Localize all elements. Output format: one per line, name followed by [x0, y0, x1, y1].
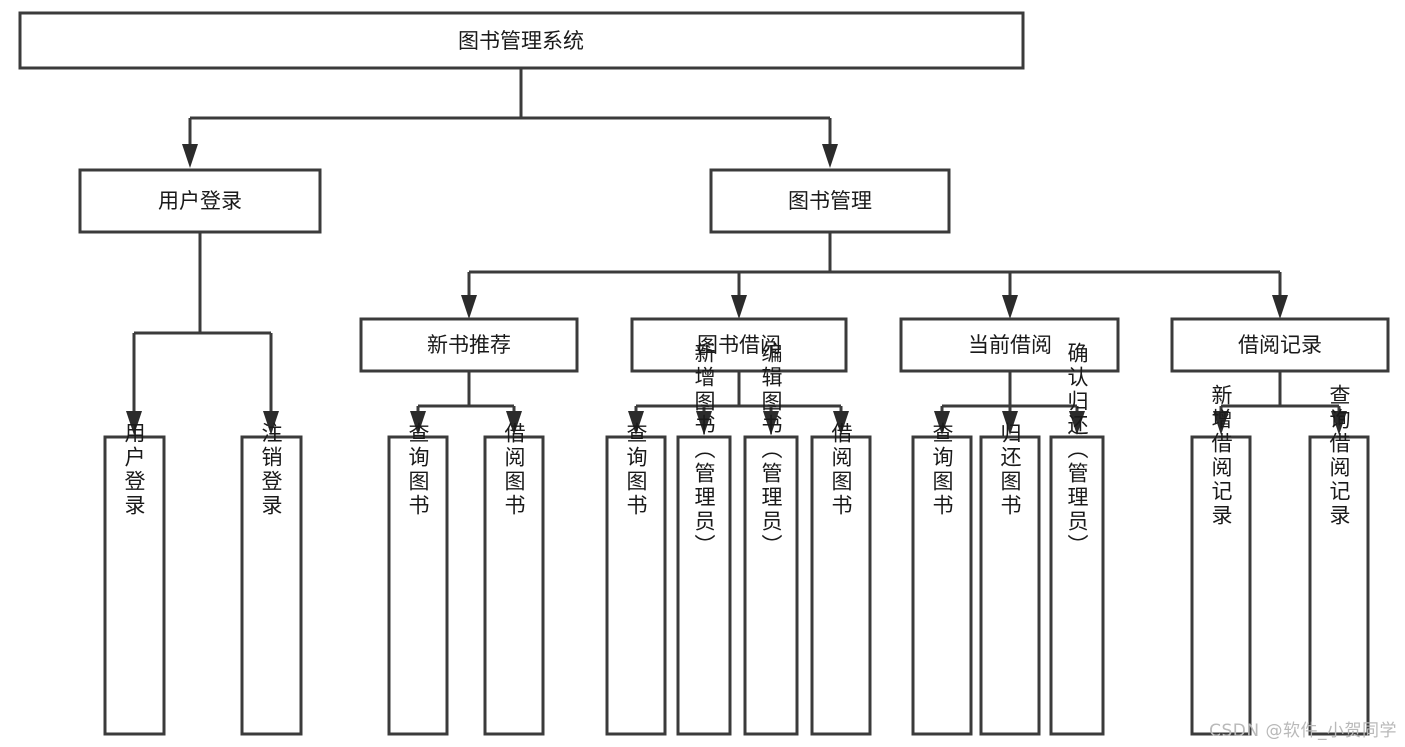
leaf-borrow-record-1-box[interactable]	[1308, 435, 1370, 736]
node-user-login[interactable]: 用户登录	[78, 168, 322, 234]
leaf-current-borrow-1-box[interactable]	[979, 435, 1041, 736]
leaf-user-login-1[interactable]: 注销登录	[240, 422, 303, 736]
node-user-login-label: 用户登录	[158, 189, 242, 213]
node-new-book-recommend-label: 新书推荐	[427, 333, 511, 357]
leaf-book-borrow-2[interactable]: 编辑图书（管理员）	[743, 342, 799, 736]
node-borrow-record[interactable]: 借阅记录	[1170, 317, 1390, 373]
leaf-borrow-record-0[interactable]: 新增借阅记录	[1190, 384, 1252, 736]
leaf-borrow-record-1-label: 查询借阅记录	[1327, 384, 1351, 528]
leaf-book-borrow-0-label: 查询图书	[624, 422, 648, 518]
node-book-management-label: 图书管理	[788, 189, 872, 213]
arrow-icon-level1-1	[822, 144, 838, 168]
leaf-borrow-record-0-box[interactable]	[1190, 435, 1252, 736]
node-root-label: 图书管理系统	[458, 29, 584, 53]
leaf-user-login-0-label: 用户登录	[122, 422, 146, 518]
leaf-borrow-record-1[interactable]: 查询借阅记录	[1308, 384, 1370, 736]
leaf-book-borrow-2-box[interactable]	[743, 435, 799, 736]
leaf-new-book-recommend-1-box[interactable]	[483, 435, 545, 736]
leaf-current-borrow-2-box[interactable]	[1049, 435, 1105, 736]
leaf-current-borrow-1-label: 归还图书	[998, 422, 1022, 518]
leaf-borrow-record-0-label: 新增借阅记录	[1209, 384, 1233, 528]
leaf-new-book-recommend-0-box[interactable]	[387, 435, 449, 736]
node-new-book-recommend[interactable]: 新书推荐	[359, 317, 579, 373]
leaf-new-book-recommend-0-label: 查询图书	[406, 422, 430, 518]
node-current-borrow-label: 当前借阅	[968, 333, 1052, 357]
leaf-book-borrow-3-box[interactable]	[810, 435, 872, 736]
leaf-user-login-1-box[interactable]	[240, 435, 303, 736]
leaf-current-borrow-0[interactable]: 查询图书	[911, 422, 973, 736]
leaf-current-borrow-1[interactable]: 归还图书	[979, 422, 1041, 736]
node-root[interactable]: 图书管理系统	[18, 11, 1025, 70]
leaf-new-book-recommend-1[interactable]: 借阅图书	[483, 422, 545, 736]
leaf-current-borrow-2-label: 确认归还（管理员）	[1065, 342, 1089, 558]
leaf-book-borrow-0-box[interactable]	[605, 435, 667, 736]
node-book-borrow-box[interactable]	[630, 317, 848, 373]
arrow-icon-level2-1	[731, 295, 747, 319]
leaf-user-login-0-box[interactable]	[103, 435, 166, 736]
leaf-new-book-recommend-0[interactable]: 查询图书	[387, 422, 449, 736]
leaf-user-login-1-label: 注销登录	[259, 422, 283, 518]
leaf-book-borrow-2-label: 编辑图书（管理员）	[759, 342, 783, 558]
leaf-new-book-recommend-1-label: 借阅图书	[502, 422, 526, 518]
arrow-icon-level2-3	[1272, 295, 1288, 319]
leaf-current-borrow-0-box[interactable]	[911, 435, 973, 736]
node-book-borrow[interactable]: 图书借阅	[630, 317, 848, 373]
leaf-user-login-0[interactable]: 用户登录	[103, 422, 166, 736]
node-root-box[interactable]	[18, 11, 1025, 70]
arrow-icon-level2-0	[461, 295, 477, 319]
node-book-management[interactable]: 图书管理	[709, 168, 951, 234]
leaf-book-borrow-3[interactable]: 借阅图书	[810, 422, 872, 736]
arrow-icon-level1-0	[182, 144, 198, 168]
node-new-book-recommend-box[interactable]	[359, 317, 579, 373]
leaf-book-borrow-1-box[interactable]	[676, 435, 732, 736]
node-current-borrow-box[interactable]	[899, 317, 1120, 373]
arrow-icon-level2-2	[1002, 295, 1018, 319]
leaf-current-borrow-2[interactable]: 确认归还（管理员）	[1049, 342, 1105, 736]
node-book-management-box[interactable]	[709, 168, 951, 234]
leaf-current-borrow-0-label: 查询图书	[930, 422, 954, 518]
node-book-borrow-label: 图书借阅	[697, 333, 781, 357]
leaf-book-borrow-1-label: 新增图书（管理员）	[692, 342, 716, 558]
leaf-book-borrow-3-label: 借阅图书	[829, 422, 853, 518]
leaf-book-borrow-1[interactable]: 新增图书（管理员）	[676, 342, 732, 736]
node-borrow-record-label: 借阅记录	[1238, 333, 1322, 357]
node-current-borrow[interactable]: 当前借阅	[899, 317, 1120, 373]
leaf-book-borrow-0[interactable]: 查询图书	[605, 422, 667, 736]
node-borrow-record-box[interactable]	[1170, 317, 1390, 373]
